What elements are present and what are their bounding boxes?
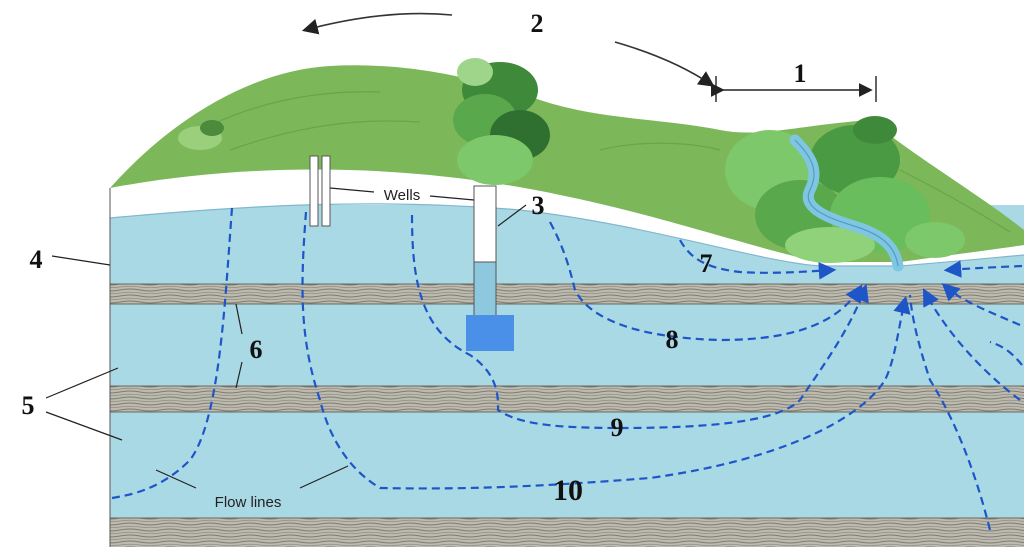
forest-central <box>453 58 550 185</box>
deep-well <box>466 185 514 351</box>
shrub-left <box>178 120 224 150</box>
leader-6 <box>235 303 243 389</box>
forest-right <box>725 116 965 263</box>
leader-4 <box>51 255 111 266</box>
land-surface-shading <box>199 91 1011 233</box>
confining-bed-upper <box>110 284 1024 304</box>
label-10: 10 <box>553 474 583 507</box>
flow-line-c <box>410 214 869 430</box>
label-7: 7 <box>700 249 713 278</box>
wells-label: Wells <box>384 187 420 204</box>
flow-lines <box>111 207 1023 531</box>
flow-line-f <box>943 260 1023 278</box>
confining-bed-middle <box>110 386 1024 412</box>
pump-screen <box>466 315 514 351</box>
arrow-right-top <box>614 41 715 87</box>
flow-line-g <box>941 282 1021 327</box>
flow-line-h <box>922 288 1021 401</box>
flow-line-a <box>111 207 234 500</box>
water-table-line <box>109 203 1024 267</box>
discharge-zone-dimension <box>710 76 877 102</box>
label-8: 8 <box>666 325 679 354</box>
label-1: 1 <box>794 59 807 88</box>
flow-line-e <box>679 239 837 280</box>
label-5: 5 <box>22 391 35 420</box>
label-3: 3 <box>532 191 545 220</box>
leader-5 <box>45 367 123 441</box>
leader-3 <box>497 204 527 227</box>
label-6: 6 <box>250 335 263 364</box>
leader-wells <box>329 187 475 201</box>
shallow-wells <box>309 155 331 227</box>
leader-flow-lines <box>155 465 349 489</box>
flow-line-i <box>908 294 992 531</box>
flow-line-j <box>989 340 1023 366</box>
arrow-left-top <box>301 12 453 35</box>
label-2: 2 <box>531 9 544 38</box>
label-9: 9 <box>611 413 624 442</box>
label-4: 4 <box>30 245 43 274</box>
confining-bed-lower <box>110 518 1024 547</box>
flow-line-d <box>549 221 863 342</box>
flow-lines-label: Flow lines <box>215 494 282 511</box>
unsaturated-zone <box>110 169 1024 266</box>
